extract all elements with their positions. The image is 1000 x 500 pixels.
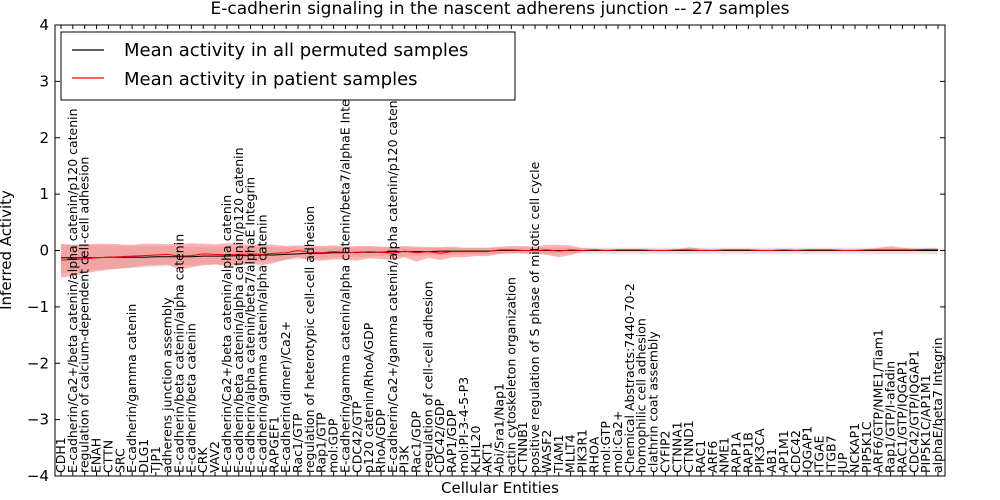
- x-tick-label: VAV2: [207, 441, 222, 473]
- x-tick-label: positive regulation of S phase of mitoti…: [527, 161, 542, 473]
- y-tick-label: −3: [27, 411, 49, 429]
- x-tick-label: CDC42/GTP: [349, 401, 364, 473]
- x-tick-label: Rap1/GTP: [314, 412, 329, 473]
- x-tick-label: JUP: [835, 452, 850, 474]
- x-tick-label: AP1M1: [776, 430, 791, 473]
- x-tick-label: p120 catenin/RhoA/GDP: [361, 322, 376, 473]
- legend: Mean activity in all permuted samples Me…: [60, 31, 516, 101]
- y-tick-label: −2: [27, 354, 49, 372]
- x-tick-label: RhoA/GDP: [373, 409, 388, 473]
- x-tick-label: RHOA: [586, 436, 601, 473]
- x-tick-label: PIP5K1C: [859, 421, 874, 473]
- x-tick-label: clathrin coat assembly: [646, 331, 661, 473]
- x-tick-label: adherens junction assembly: [160, 297, 175, 473]
- x-tick-label: WASF2: [539, 430, 554, 473]
- y-tick-label: 1: [39, 185, 49, 203]
- y-axis-label: Inferred Activity: [0, 190, 15, 310]
- x-tick-label: SRC: [112, 448, 127, 473]
- x-tick-label: TJP1: [148, 446, 163, 474]
- x-tick-label: PIK3CA: [752, 428, 767, 473]
- x-tick-label: E-cadherin/alpha catenin/beta7/alphaE In…: [243, 177, 258, 473]
- y-tick-label: 2: [39, 129, 49, 147]
- x-tick-label: ENAH: [89, 438, 104, 473]
- x-tick-label: PI3K: [397, 445, 412, 473]
- confidence-bands: [61, 243, 938, 278]
- x-tick-label: CTTN: [100, 440, 115, 473]
- y-tick-label: 4: [39, 16, 49, 34]
- x-tick-label: CDC42: [788, 430, 803, 473]
- x-tick-label: CYFIP2: [657, 430, 672, 473]
- x-tick-label: E-cadherin/gamma catenin/alpha catenin/b…: [337, 75, 352, 473]
- legend-label-permuted: Mean activity in all permuted samples: [124, 40, 468, 61]
- x-tick-label: CDC42/GDP: [432, 398, 447, 473]
- x-tick-label: E-cadherin/beta catenin/alpha catenin: [172, 234, 187, 473]
- x-tick-label: MLLT4: [563, 434, 578, 473]
- x-tick-label: alphaE/beta7 Integrin: [930, 337, 945, 473]
- x-tick-label: AB1: [764, 448, 779, 473]
- legend-box: [60, 31, 516, 101]
- x-tick-label: RAC1: [693, 440, 708, 473]
- x-tick-label: mol:Ca2+: [610, 411, 625, 473]
- x-tick-label: NCKAP1: [847, 423, 862, 473]
- x-tick-label: Chemical Abstracts:7440-70-2: [622, 283, 637, 473]
- band-1: [61, 243, 938, 278]
- x-tick-label: mol:PI-3-4-5-P3: [456, 377, 471, 473]
- y-axis: 4 3 2 1 0 −1 −2 −3 −4: [27, 16, 945, 485]
- series-lines: [60, 248, 938, 261]
- x-tick-label: CRK: [195, 447, 210, 473]
- y-tick-label: 3: [39, 72, 49, 90]
- x-tick-label: RAP1/GDP: [444, 409, 459, 473]
- x-tick-label: NME1: [717, 437, 732, 473]
- x-tick-label: CDC42/GTP/IQGAP1: [906, 350, 921, 473]
- x-tick-label: E-cadherin/beta catenin/alpha catenin/p1…: [231, 147, 246, 473]
- legend-label-patient: Mean activity in patient samples: [124, 69, 418, 90]
- x-tick-label: Rac1/GTP: [290, 413, 305, 473]
- x-tick-label: DLG1: [136, 439, 151, 473]
- x-axis-label: Cellular Entities: [441, 479, 559, 497]
- x-tick-label: mol:GDP: [326, 418, 341, 473]
- x-tick-label: ITGB7: [823, 435, 838, 473]
- x-tick-label: ARF6: [705, 441, 720, 473]
- series-line-1: [60, 248, 938, 261]
- x-tick-label: CTNND1: [681, 420, 696, 473]
- x-tick-label: RAP1A: [729, 432, 744, 473]
- x-tick-label: E-cadherin/beta catenin: [183, 323, 198, 473]
- x-tick-label: ARF6/GTP/NME1/Tiam1: [871, 329, 886, 473]
- x-tick-label: CTNNA1: [669, 421, 684, 473]
- x-tick-label: KLHL20: [468, 426, 483, 473]
- x-tick-label: RAC1/GTP/IQGAP1: [894, 360, 909, 473]
- y-tick-label: 0: [39, 242, 49, 260]
- x-tick-label: PIP5K1C/AP1M1: [918, 374, 933, 473]
- x-tick-label: TIAM1: [551, 434, 566, 474]
- x-tick-label: regulation of calcium-dependent cell-cel…: [77, 157, 92, 473]
- x-tick-label: CTNNB1: [515, 421, 530, 473]
- y-tick-label: −4: [27, 467, 49, 485]
- x-tick-label: E-cadherin/Ca2+/beta catenin/alpha caten…: [219, 195, 234, 473]
- x-tick-label: E-cadherin/Ca2+/beta catenin/alpha caten…: [65, 108, 80, 473]
- x-tick-label: E-cadherin/gamma catenin/alpha catenin: [255, 214, 270, 473]
- x-tick-label: homophilic cell adhesion: [634, 318, 649, 473]
- x-tick-label: Abi/Sra1/Nap1: [492, 383, 507, 473]
- x-tick-label: PIK3R1: [575, 429, 590, 473]
- x-tick-label: E-cadherin/Ca2+/gamma catenin/alpha cate…: [385, 89, 400, 473]
- x-tick-label: regulation of heterotypic cell-cell adhe…: [302, 206, 317, 473]
- x-tick-label: RAPGEF1: [266, 416, 281, 473]
- x-tick-label: AKT1: [480, 442, 495, 473]
- x-tick-label: E-cadherin(dimer)/Ca2+: [278, 321, 293, 473]
- x-tick-label: E-cadherin/gamma catenin: [124, 304, 139, 473]
- x-tick-label: mol:GTP: [598, 421, 613, 473]
- x-tick-label: Rac1/GDP: [409, 411, 424, 473]
- x-tick-label: Rap1/GTP/I-afadin: [883, 361, 898, 473]
- x-tick-label: regulation of cell-cell adhesion: [420, 281, 435, 473]
- y-tick-label: −1: [27, 298, 49, 316]
- x-tick-label: RAP1B: [740, 432, 755, 473]
- x-tick-label: IQGAP1: [800, 426, 815, 473]
- chart-title: E-cadherin signaling in the nascent adhe…: [211, 0, 790, 19]
- x-tick-label: ITGAE: [812, 435, 827, 473]
- x-tick-label: CDH1: [53, 437, 68, 473]
- x-tick-label: actin cytoskeleton organization: [503, 277, 518, 473]
